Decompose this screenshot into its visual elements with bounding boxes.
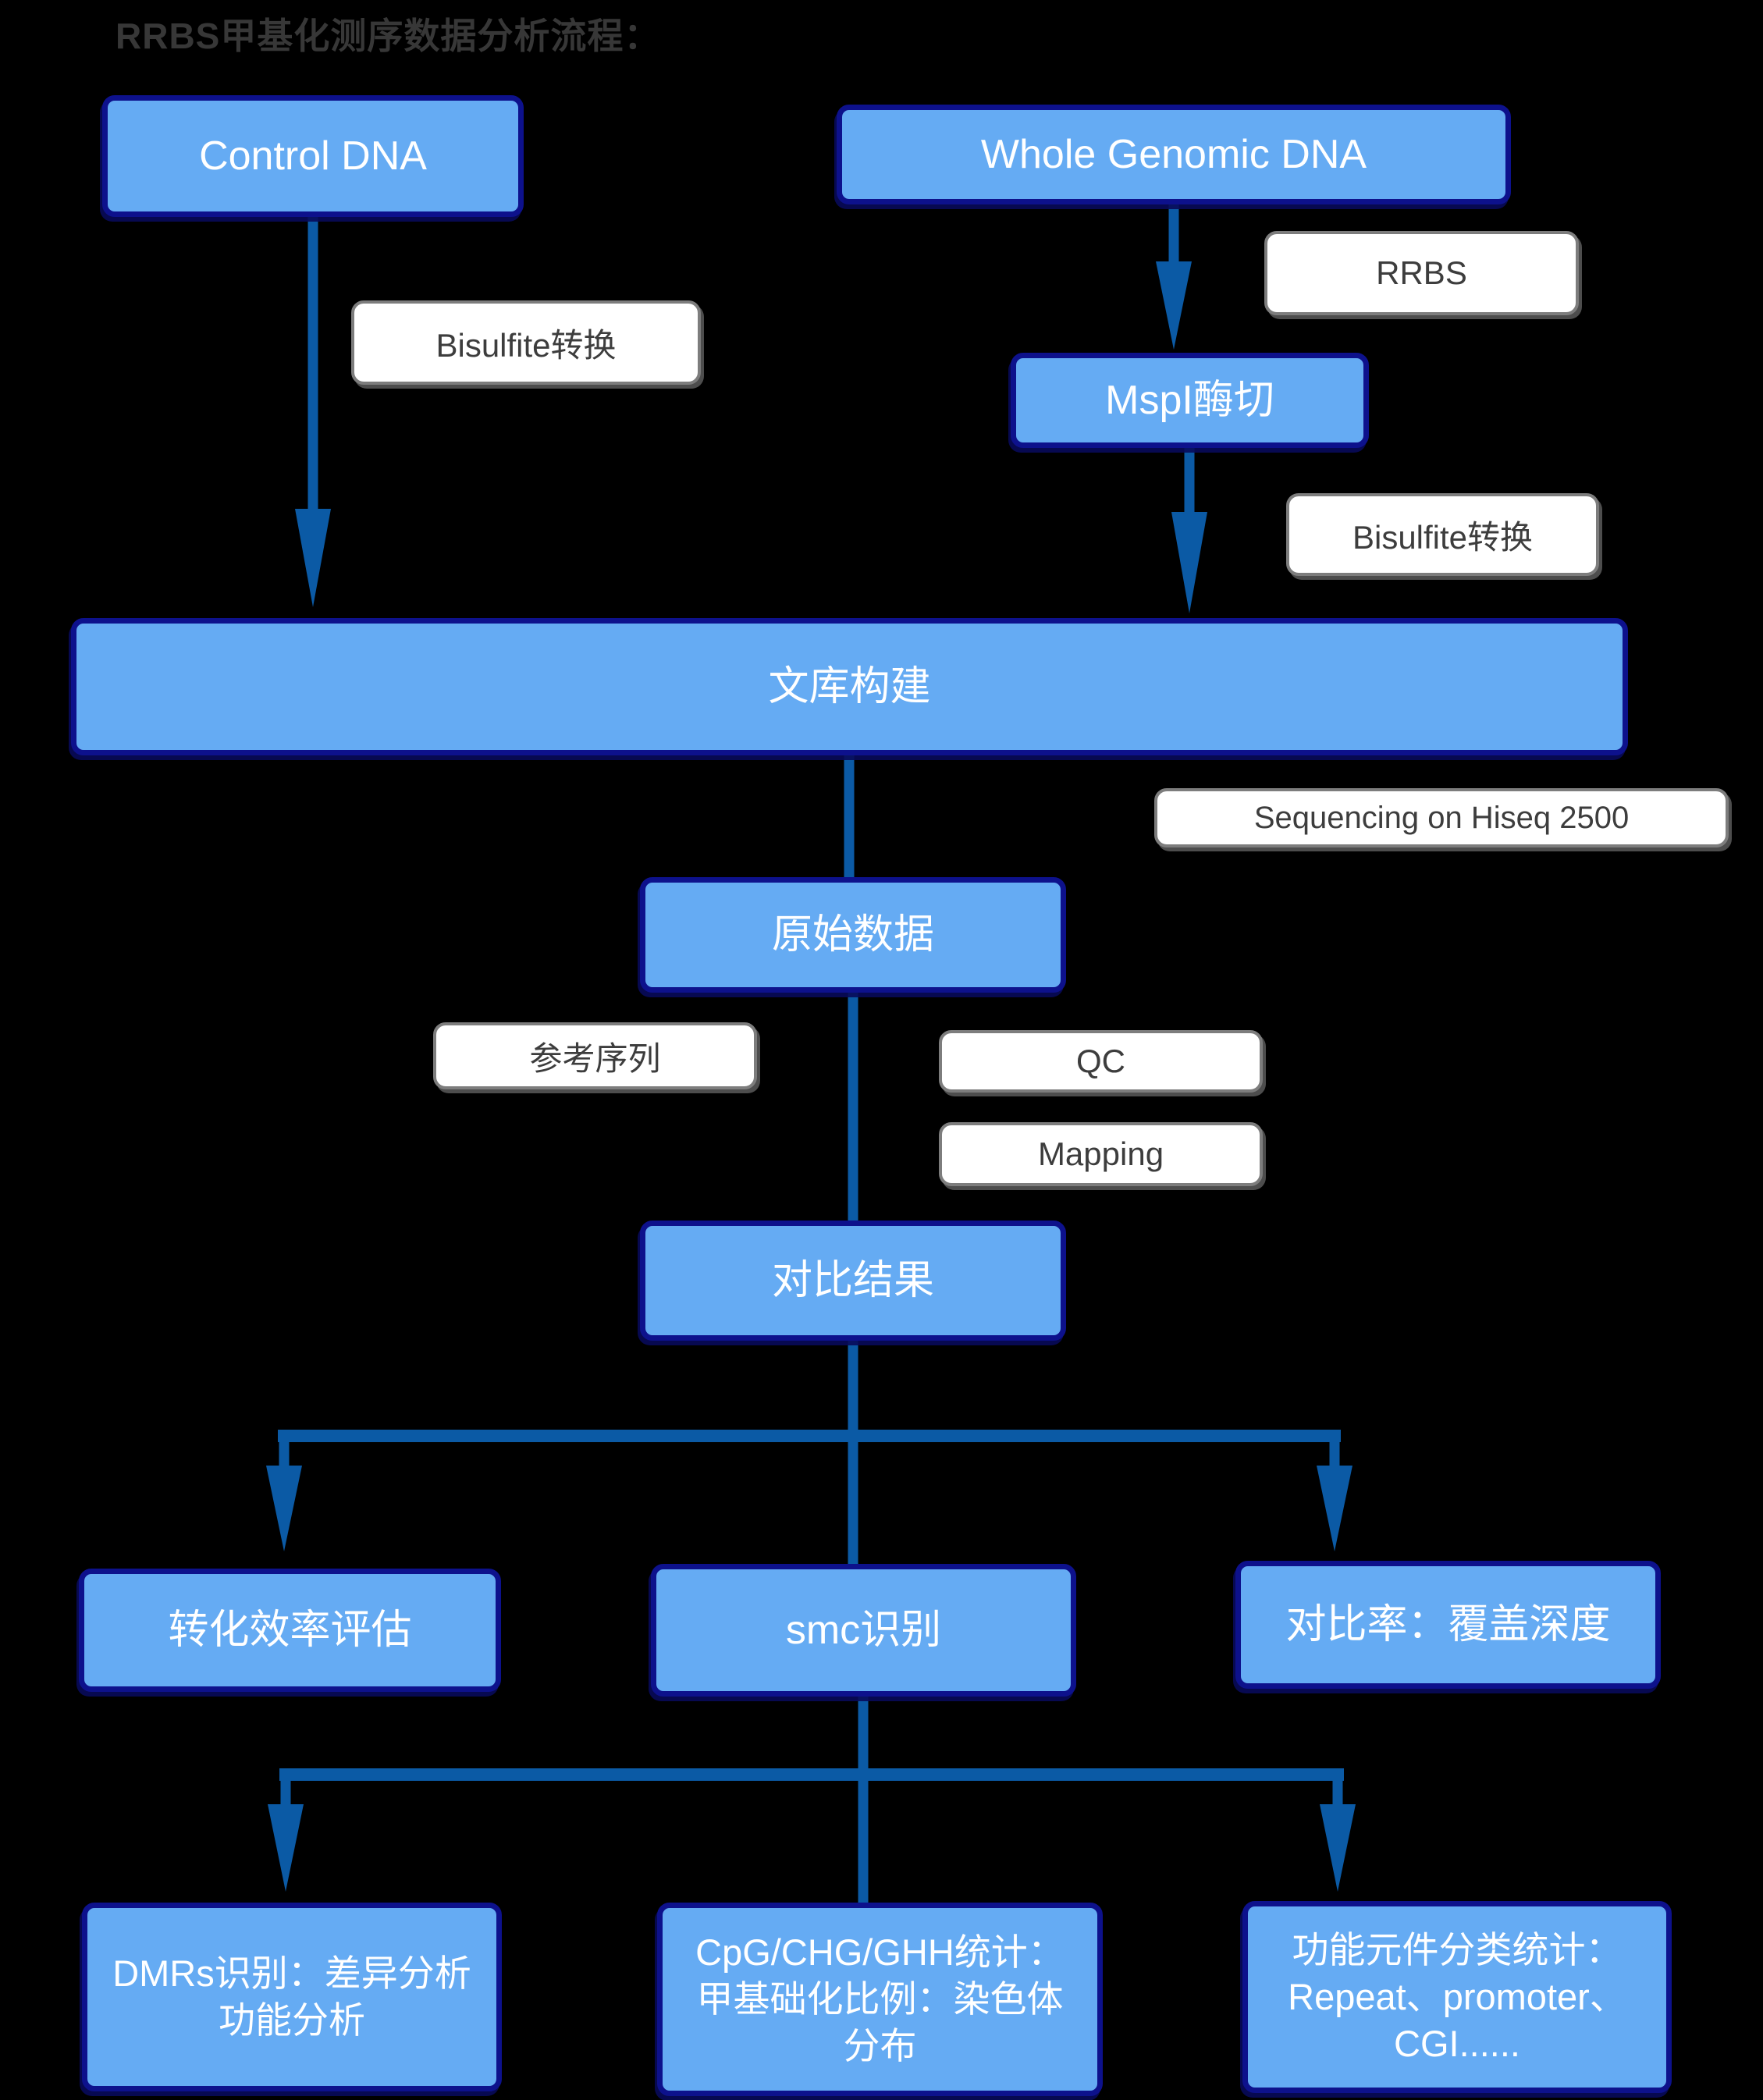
node-dmrs-identification: DMRs识别：差异分析 功能分析 <box>82 1903 502 2091</box>
label-rrbs: RRBS <box>1264 231 1579 315</box>
node-whole-genomic-dna: Whole Genomic DNA <box>837 105 1511 204</box>
label-bisulfite-conversion-right: Bisulfite转换 <box>1286 493 1599 576</box>
node-raw-data: 原始数据 <box>640 877 1066 993</box>
branch-align-result <box>266 1338 1352 1567</box>
arrow-control-dna-to-library <box>295 215 331 607</box>
page-title: RRBS甲基化测序数据分析流程： <box>116 16 661 56</box>
node-functional-elements-stats: 功能元件分类统计： Repeat、promoter、 CGI...... <box>1242 1901 1672 2093</box>
node-align-result: 对比结果 <box>640 1221 1066 1341</box>
label-qc: QC <box>939 1030 1263 1093</box>
node-conversion-efficiency: 转化效率评估 <box>79 1569 501 1692</box>
node-align-ratio-depth: 对比率：覆盖深度 <box>1235 1561 1661 1689</box>
label-bisulfite-conversion-left: Bisulfite转换 <box>351 300 701 385</box>
node-mspi-digestion: MspI酶切 <box>1011 353 1369 448</box>
arrow-whole-genomic-to-mspi <box>1156 203 1192 350</box>
node-smc-identification: smc识别 <box>651 1564 1076 1697</box>
label-reference-sequence: 参考序列 <box>433 1022 757 1089</box>
node-library-construction: 文库构建 <box>71 618 1628 755</box>
label-mapping: Mapping <box>939 1122 1263 1186</box>
node-control-dna: Control DNA <box>102 95 524 217</box>
node-cpg-chg-ghh-stats: CpG/CHG/GHH统计： 甲基础化比例：染色体 分布 <box>657 1903 1103 2096</box>
arrow-mspi-to-library <box>1171 446 1207 613</box>
branch-smc <box>268 1693 1356 1906</box>
label-sequencing-hiseq: Sequencing on Hiseq 2500 <box>1154 788 1729 847</box>
